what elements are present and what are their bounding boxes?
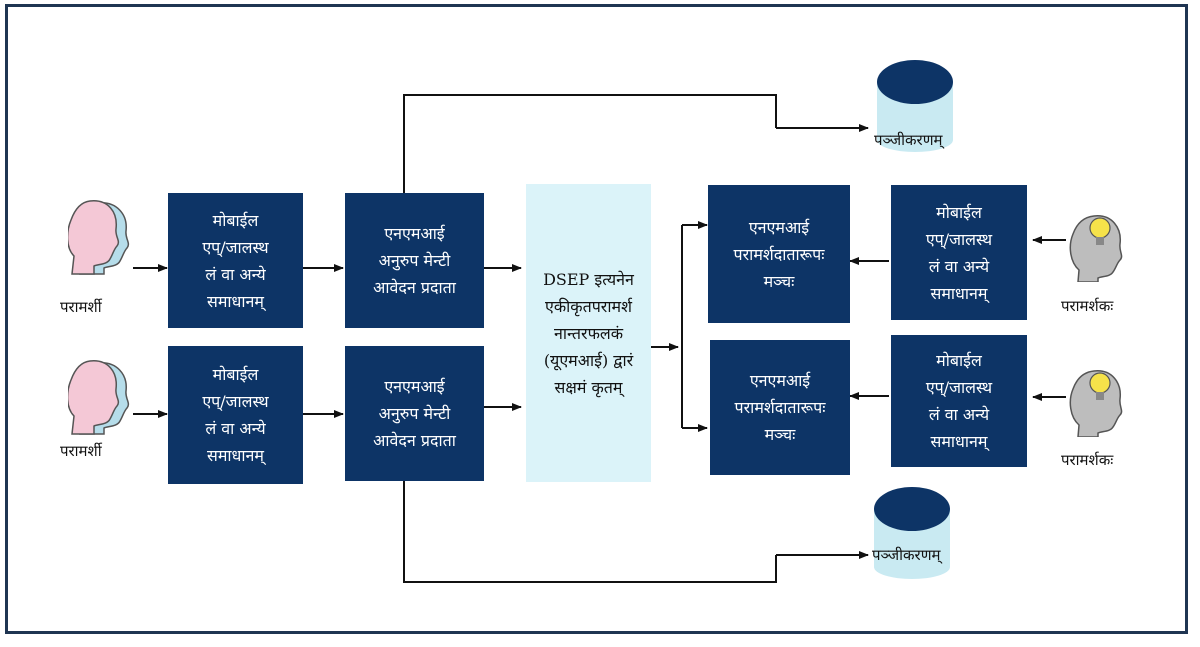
- registration-db-bottom: [874, 487, 950, 579]
- mobile-app-box: मोबाईल एप्/जालस्थ लं वा अन्ये समाधानम्: [168, 346, 303, 484]
- nmi-mentee-app-box: एनएमआई अनुरुप मेन्टी आवेदन प्रदाता: [345, 346, 484, 481]
- mentor-label: परामर्शकः: [1061, 451, 1114, 469]
- mentor-label: परामर्शकः: [1061, 297, 1114, 315]
- mentor-idea-head-icon: [1069, 215, 1123, 282]
- mobile-app-box: मोबाईल एप्/जालस्थ लं वा अन्ये समाधानम्: [891, 185, 1027, 320]
- mobile-app-box: मोबाईल एप्/जालस्थ लं वा अन्ये समाधानम्: [168, 193, 303, 328]
- mentee-label: परामर्शी: [60, 298, 102, 316]
- mentee-label: परामर्शी: [60, 442, 102, 460]
- diagram-frame: [5, 4, 1188, 634]
- registration-db-top: [877, 60, 953, 152]
- registration-label: पञ्जीकरणम्: [874, 131, 943, 149]
- dsep-ui-box: DSEP इत्यनेन एकीकृतपरामर्श नान्तरफलकं (य…: [526, 184, 651, 482]
- mobile-app-box: मोबाईल एप्/जालस्थ लं वा अन्ये समाधानम्: [891, 335, 1027, 467]
- nmi-mentor-platform-box: एनएमआई परामर्शदातारूपः मञ्चः: [708, 185, 850, 323]
- registration-label: पञ्जीकरणम्: [872, 546, 941, 564]
- nmi-mentor-platform-box: एनएमआई परामर्शदातारूपः मञ्चः: [710, 340, 850, 475]
- mentor-idea-head-icon: [1069, 370, 1123, 437]
- nmi-mentee-app-box: एनएमआई अनुरुप मेन्टी आवेदन प्रदाता: [345, 193, 484, 328]
- mentee-heads-icon: [68, 360, 130, 435]
- mentee-heads-icon: [68, 200, 130, 275]
